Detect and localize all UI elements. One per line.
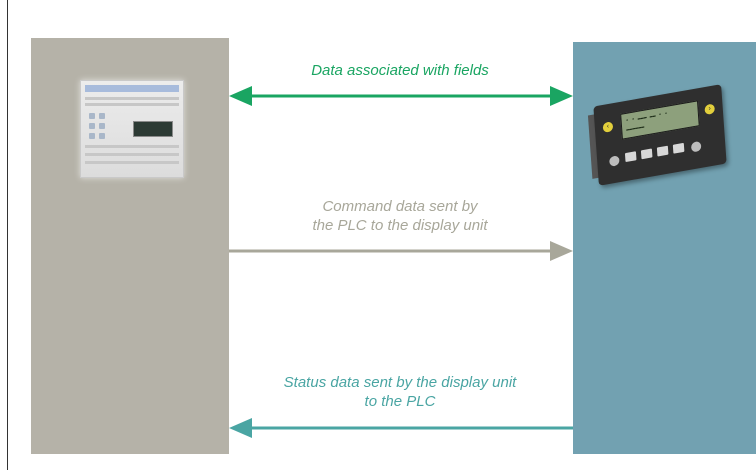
status-label-line1: Status data sent by the display unit (283, 374, 517, 391)
fields-arrow-label: Data associated with fields (311, 62, 489, 79)
command-label-line1: Command data sent by (322, 198, 478, 215)
plc-device-icon (80, 80, 184, 178)
command-arrow-label: Command data sent by the PLC to the disp… (240, 197, 560, 235)
status-label-line2: to the PLC (364, 393, 436, 410)
fields-arrow (229, 86, 573, 106)
status-arrow (229, 418, 573, 438)
status-arrow-label: Status data sent by the display unit to … (240, 373, 560, 411)
command-arrow (229, 241, 573, 261)
command-label-line2: the PLC to the display unit (312, 217, 488, 234)
left-border-line (7, 0, 8, 470)
